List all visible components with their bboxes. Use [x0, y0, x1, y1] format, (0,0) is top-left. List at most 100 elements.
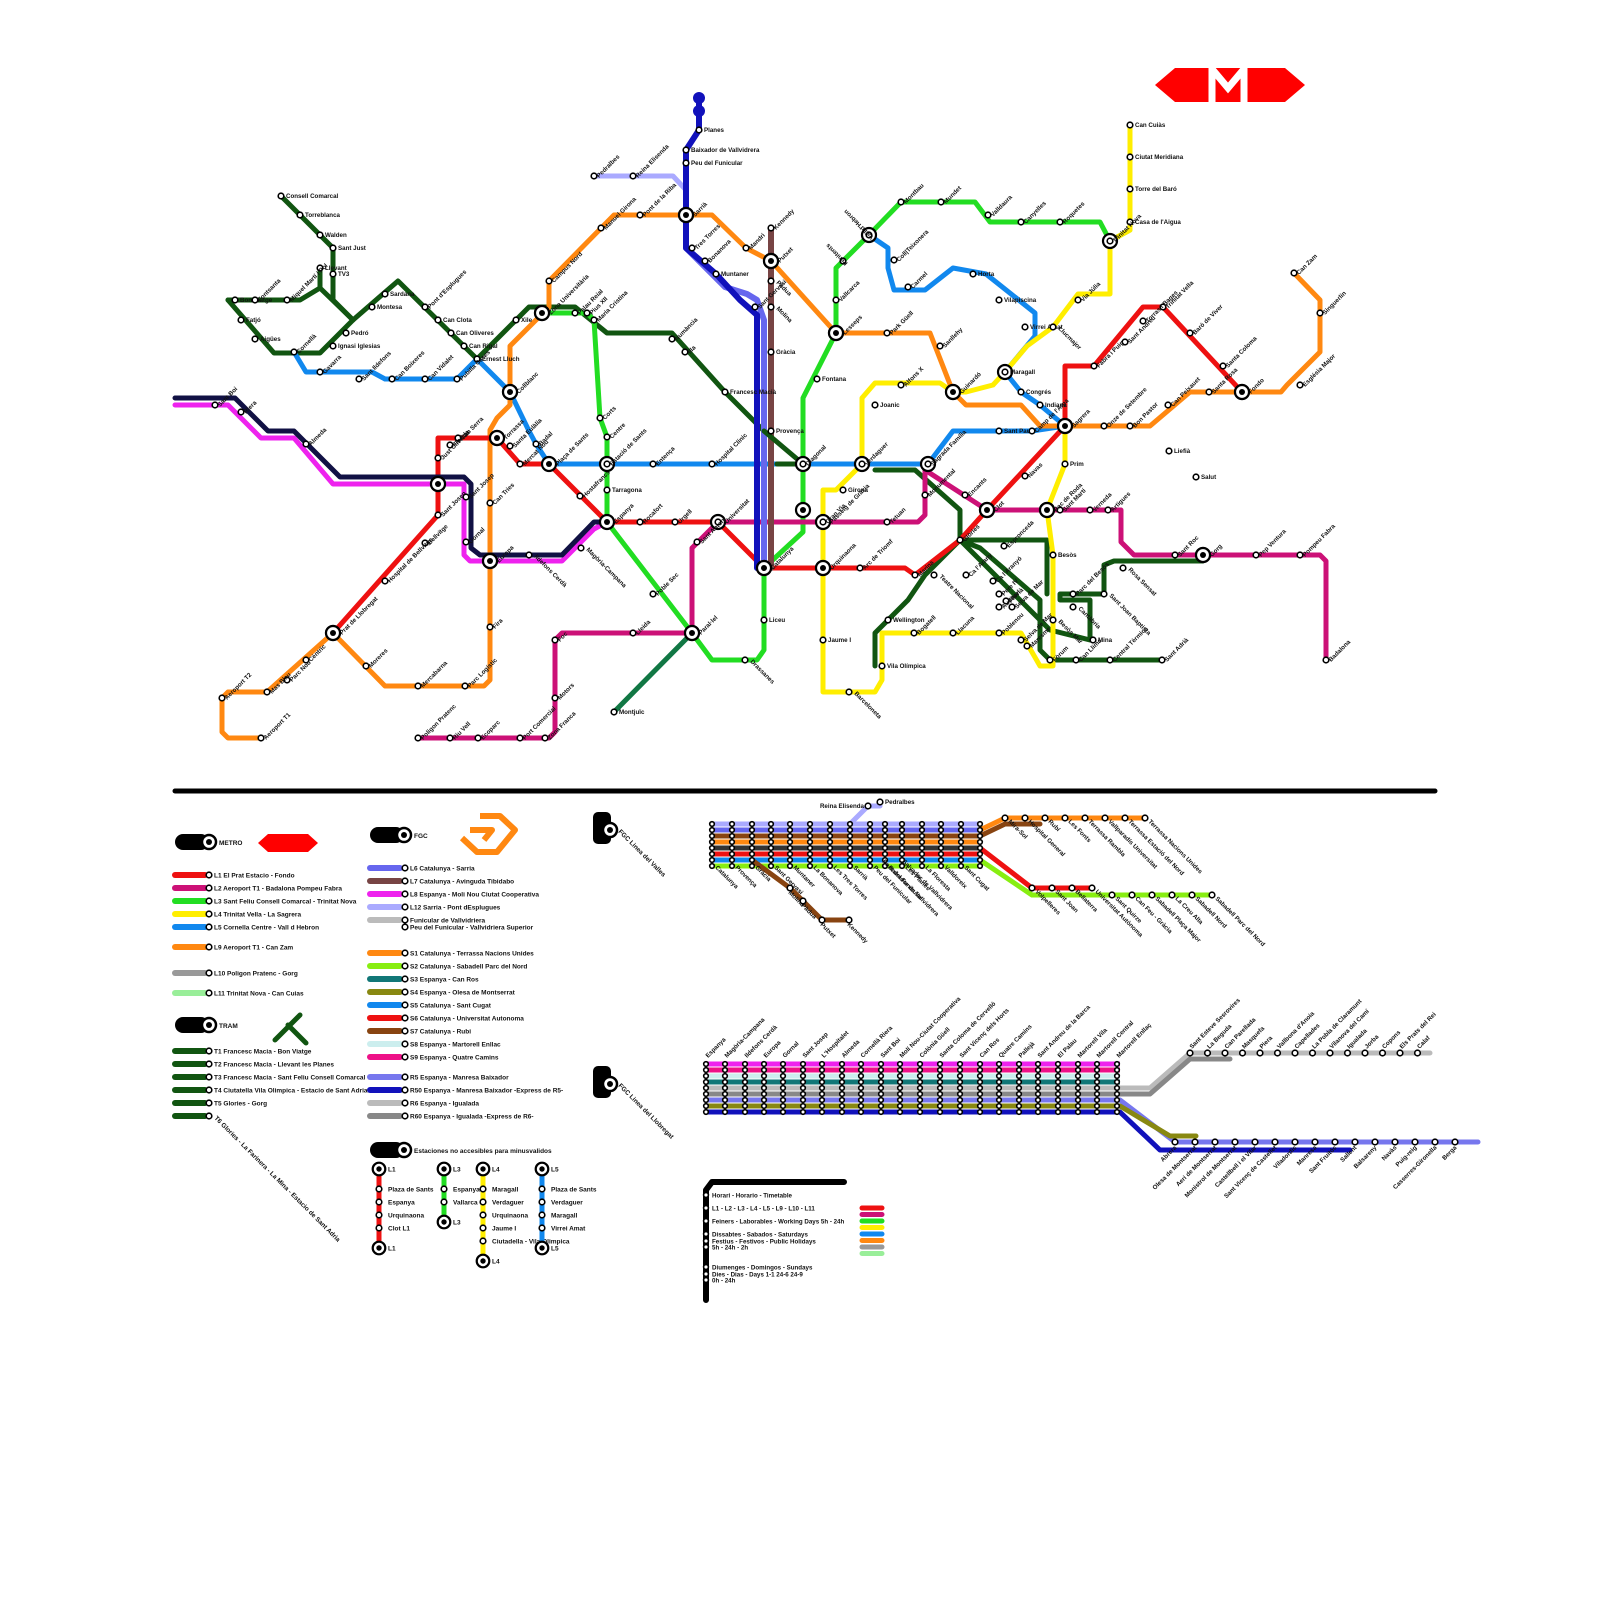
legend-dot[interactable]: [401, 864, 409, 872]
valles-sabadell-dot[interactable]: [1208, 891, 1216, 899]
llobregat-station-dot[interactable]: [779, 1066, 787, 1074]
legend-dot[interactable]: [205, 897, 213, 905]
llobregat-station-dot[interactable]: [956, 1108, 964, 1116]
legend-dot[interactable]: [401, 1099, 409, 1107]
llobregat-station-dot[interactable]: [857, 1066, 865, 1074]
llobregat-station-dot[interactable]: [916, 1072, 924, 1080]
llobregat-station-dot[interactable]: [916, 1060, 924, 1068]
station-sant-roc[interactable]: [1171, 551, 1179, 559]
llobregat-station-dot[interactable]: [741, 1108, 749, 1116]
llobregat-station-dot[interactable]: [995, 1078, 1003, 1086]
llobregat-station-dot[interactable]: [896, 1102, 904, 1110]
llobregat-station-dot[interactable]: [799, 1096, 807, 1104]
llobregat-station-dot[interactable]: [702, 1078, 710, 1086]
legend-dot[interactable]: [401, 1112, 409, 1120]
llobregat-station-dot[interactable]: [1074, 1078, 1082, 1086]
valles-station-dot[interactable]: [866, 856, 874, 864]
legend-dot[interactable]: [401, 1027, 409, 1035]
llobregat-station-dot[interactable]: [896, 1108, 904, 1116]
legend-dot[interactable]: [205, 1112, 213, 1120]
valles-station-dot[interactable]: [767, 856, 775, 864]
llobregat-station-dot[interactable]: [818, 1066, 826, 1074]
llobregat-station-dot[interactable]: [1015, 1060, 1023, 1068]
valles-station-dot[interactable]: [748, 838, 756, 846]
llobregat-station-dot[interactable]: [760, 1072, 768, 1080]
llobregat-anoia-dot[interactable]: [1273, 1049, 1282, 1057]
llobregat-station-dot[interactable]: [741, 1102, 749, 1110]
valles-station-dot[interactable]: [826, 832, 834, 840]
station-can-boixeres[interactable]: [388, 375, 396, 383]
station-bon-pastor[interactable]: [1126, 422, 1134, 430]
access-l5-icon[interactable]: [534, 1240, 550, 1256]
valles-station-dot[interactable]: [957, 832, 965, 840]
llobregat-station-dot[interactable]: [818, 1078, 826, 1086]
station-montjuic[interactable]: [610, 708, 618, 716]
station-camp-de-l-arpa[interactable]: [1028, 427, 1036, 435]
valles-station-dot[interactable]: [846, 820, 854, 828]
station-bellvitge[interactable]: [421, 539, 429, 547]
station-espronceda[interactable]: [1000, 542, 1008, 550]
llobregat-station-dot[interactable]: [702, 1060, 710, 1068]
llobregat-station-dot[interactable]: [976, 1108, 984, 1116]
legend-dot[interactable]: [401, 1073, 409, 1081]
interchange-icon[interactable]: [1194, 546, 1212, 564]
station-vilapiscina[interactable]: [995, 296, 1003, 304]
valles-station-dot[interactable]: [976, 832, 984, 840]
llobregat-station-dot[interactable]: [877, 1102, 885, 1110]
legend-dot[interactable]: [401, 1014, 409, 1022]
llobregat-station-dot[interactable]: [721, 1108, 729, 1116]
station-auditori[interactable]: [995, 603, 1003, 611]
station-valldaura[interactable]: [984, 211, 992, 219]
valles-terrassa-dot[interactable]: [1101, 814, 1109, 822]
station-baro-de-viver[interactable]: [1186, 329, 1194, 337]
valles-station-dot[interactable]: [866, 820, 874, 828]
llobregat-anoia-dot[interactable]: [1221, 1049, 1229, 1057]
valles-station-dot[interactable]: [937, 850, 945, 858]
valles-station-dot[interactable]: [748, 820, 756, 828]
valles-station-dot[interactable]: [826, 826, 834, 834]
llobregat-station-dot[interactable]: [936, 1108, 944, 1116]
llobregat-station-dot[interactable]: [1074, 1066, 1082, 1074]
interchange-icon[interactable]: [481, 552, 499, 570]
station-jaume-i[interactable]: [819, 636, 827, 644]
llobregat-anoia-dot[interactable]: [1378, 1049, 1387, 1057]
valles-station-dot[interactable]: [866, 826, 874, 834]
station-francesc-macia[interactable]: [721, 388, 729, 396]
station-liceu[interactable]: [760, 616, 768, 624]
llobregat-station-dot[interactable]: [976, 1084, 984, 1092]
valles-sabadell-dot[interactable]: [1128, 891, 1136, 899]
valles-station-dot[interactable]: [881, 850, 889, 858]
valles-station-dot[interactable]: [937, 820, 945, 828]
timetable-dot[interactable]: [702, 1270, 710, 1278]
llobregat-station-dot[interactable]: [1113, 1090, 1121, 1098]
legend-dot[interactable]: [205, 1047, 213, 1055]
station-central-termica[interactable]: [1106, 656, 1114, 664]
llobregat-station-dot[interactable]: [741, 1066, 749, 1074]
llobregat-bages-dot[interactable]: [1351, 1138, 1359, 1146]
valles-terrassa-dot[interactable]: [1081, 814, 1089, 822]
llobregat-station-dot[interactable]: [799, 1108, 807, 1116]
llobregat-station-dot[interactable]: [857, 1090, 865, 1098]
llobregat-station-dot[interactable]: [1113, 1084, 1121, 1092]
legend-dot[interactable]: [401, 877, 409, 885]
valles-station-dot[interactable]: [881, 838, 889, 846]
llobregat-station-dot[interactable]: [721, 1066, 729, 1074]
station-miquel-marti-i-pol[interactable]: [283, 296, 291, 304]
llobregat-station-dot[interactable]: [896, 1090, 904, 1098]
llobregat-station-dot[interactable]: [779, 1090, 787, 1098]
llobregat-station-dot[interactable]: [779, 1108, 787, 1116]
llobregat-station-dot[interactable]: [818, 1090, 826, 1098]
llobregat-station-dot[interactable]: [1093, 1090, 1101, 1098]
valles-l12-dot[interactable]: [876, 798, 884, 806]
llobregat-station-dot[interactable]: [818, 1060, 826, 1068]
legend-dot[interactable]: [205, 989, 213, 997]
timetable-dot[interactable]: [702, 1230, 710, 1238]
llobregat-bages-dot[interactable]: [1371, 1138, 1379, 1146]
llobregat-station-dot[interactable]: [721, 1084, 729, 1092]
station-mundet[interactable]: [937, 198, 945, 206]
legend-dot[interactable]: [205, 1060, 213, 1068]
llobregat-station-dot[interactable]: [838, 1084, 846, 1092]
valles-station-dot[interactable]: [806, 844, 814, 852]
fgc-llobregat-badge[interactable]: FGC Linea del Llobregat: [593, 1066, 675, 1141]
llobregat-station-dot[interactable]: [877, 1060, 885, 1068]
